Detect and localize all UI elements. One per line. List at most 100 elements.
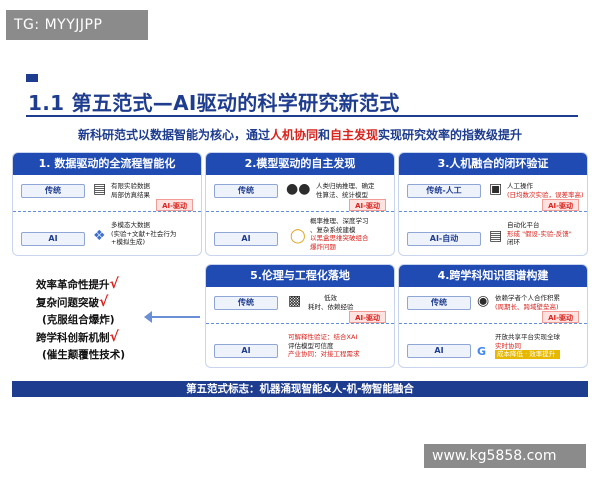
title-underline: [26, 115, 578, 117]
traditional-text-line-2: 性算法、统计模型: [316, 190, 368, 199]
card-knowledge-graph: 4.跨学科知识图谱构建 传统 ◉ 依赖学者个人合作积累 (周期长、跨域壁垒高) …: [398, 264, 588, 368]
ai-text-line-4: 爆炸问题: [310, 242, 336, 251]
traditional-label: 传统: [407, 296, 471, 310]
card-divider: [206, 211, 394, 212]
traditional-text: 人工操作 (日均数次实验，误差率高): [507, 182, 584, 199]
google-icon: G: [477, 345, 487, 358]
ai-text-line-3: +模拟生成): [111, 238, 145, 246]
traditional-text-line-1: 有限实验数据: [111, 182, 150, 190]
card-divider: [206, 323, 394, 324]
card-model-driven: 2.模型驱动的自主发现 传统 ●● 人类归纳推理、确定 性算法、统计模型 AI-…: [205, 152, 395, 256]
traditional-text-line-2: (日均数次实验，误差率高): [507, 190, 584, 199]
traditional-text: 人类归纳推理、确定 性算法、统计模型: [316, 182, 375, 199]
subtitle-part-3: 实现研究效率的指数级提升: [378, 128, 523, 142]
ai-text-line-2: 形成 "假设-实验-反馈": [507, 229, 572, 238]
benefit-item: 跨学科创新机制√: [36, 329, 125, 347]
ai-text-line-3: 闭环: [507, 238, 520, 246]
benefits-list: 效率革命性提升√ 复杂问题突破√ (克服组合爆炸) 跨学科创新机制√ (催生颠覆…: [36, 276, 125, 364]
people-icon: ●●: [286, 181, 311, 197]
traditional-text: 低效 耗时、依赖经验: [308, 294, 354, 311]
ai-text: 自动化平台 形成 "假设-实验-反馈" 闭环: [507, 221, 572, 247]
traditional-label: 传统: [214, 296, 278, 310]
benefit-text: (催生颠覆性技术): [42, 349, 126, 361]
traditional-label: 传统: [21, 184, 85, 198]
traditional-text-line-1: 依赖学者个人合作积累: [495, 294, 560, 302]
ai-label: AI-自动: [407, 232, 481, 246]
benefit-item: (催生颠覆性技术): [36, 347, 125, 364]
ai-text-line-3: 以黑盒思维突破组合: [310, 234, 369, 242]
card-title: 1. 数据驱动的全流程智能化: [13, 153, 201, 175]
ai-text: 开放共享平台实现全球 实时协同 成本降低 · 效率提升: [495, 333, 560, 359]
ai-driven-tag: AI-驱动: [349, 311, 386, 323]
check-icon: √: [99, 294, 109, 310]
benefit-text: 效率革命性提升: [36, 279, 110, 291]
traditional-text: 依赖学者个人合作积累 (周期长、跨域壁垒高): [495, 294, 560, 311]
card-data-driven: 1. 数据驱动的全流程智能化 传统 ▤ 有限实验数据 局部仿真结果 AI-驱动 …: [12, 152, 202, 256]
ai-text-line-2: 、复杂系统建模: [310, 225, 356, 234]
ai-driven-tag: AI-驱动: [156, 199, 193, 211]
benefit-text: (克服组合爆炸): [42, 314, 115, 326]
benefit-item: 复杂问题突破√: [36, 294, 125, 312]
ai-text-line-1: 可解释性验证：结合XAI: [288, 333, 358, 341]
ai-text-line-1: 开放共享平台实现全球: [495, 333, 560, 341]
subtitle: 新科研范式以数据智能为核心，通过人机协同和自主发现实现研究效率的指数级提升: [0, 126, 600, 143]
traditional-text-line-2: 局部仿真结果: [111, 190, 150, 199]
watermark-bottom: www.kg5858.com: [424, 444, 586, 468]
watermark-top: TG: MYYJJPP: [6, 10, 148, 40]
traditional-text-line-1: 人工操作: [507, 182, 533, 190]
database-icon: ▤: [93, 181, 107, 197]
ai-label: AI: [214, 232, 278, 246]
card-title: 5.伦理与工程化落地: [206, 265, 394, 287]
traditional-label: 传统-人工: [407, 184, 481, 198]
traditional-label: 传统: [214, 184, 278, 198]
subtitle-highlight-2: 自主发现: [330, 128, 379, 142]
card-divider: [399, 323, 587, 324]
cpu-icon: ▣: [489, 181, 503, 197]
subtitle-part-1: 新科研范式以数据智能为核心，通过: [77, 128, 270, 142]
ai-text-line-2: (实验+文献+社会行为: [111, 229, 177, 238]
card-human-machine: 3.人机融合的闭环验证 传统-人工 ▣ 人工操作 (日均数次实验，误差率高) A…: [398, 152, 588, 256]
ai-driven-tag: AI-驱动: [542, 311, 579, 323]
left-arrow-icon: [144, 311, 200, 323]
ai-text: 多模态大数据 (实验+文献+社会行为 +模拟生成): [111, 221, 176, 247]
title-accent-bar: [26, 74, 38, 82]
ai-text-line-1: 概率推理、深度学习: [310, 217, 369, 225]
bulb-icon: ◯: [290, 228, 306, 244]
network-icon: ❖: [93, 228, 106, 244]
ai-label: AI: [21, 232, 85, 246]
check-icon: √: [109, 329, 119, 345]
chart-icon: ▩: [288, 293, 302, 309]
camera-icon: ◉: [477, 293, 490, 309]
ai-driven-tag: AI-驱动: [349, 199, 386, 211]
ai-text-line-3: 产业协同：对接工程需求: [288, 350, 360, 358]
ai-label: AI: [407, 344, 471, 358]
subtitle-highlight-1: 人机协同: [269, 128, 318, 142]
benefit-item: 效率革命性提升√: [36, 276, 125, 294]
card-title: 3.人机融合的闭环验证: [399, 153, 587, 175]
ai-text-line-2: 实时协同: [495, 341, 521, 350]
card-ethics-engineering: 5.伦理与工程化落地 传统 ▩ 低效 耗时、依赖经验 AI-驱动 AI 可解释性…: [205, 264, 395, 368]
card-divider: [399, 211, 587, 212]
ai-driven-tag: AI-驱动: [542, 199, 579, 211]
ai-text-line-1: 自动化平台: [507, 221, 540, 229]
check-icon: √: [109, 276, 119, 292]
traditional-text-line-2: 耗时、依赖经验: [308, 302, 354, 311]
card-title: 4.跨学科知识图谱构建: [399, 265, 587, 287]
ai-text: 可解释性验证：结合XAI 评估模型可信度 产业协同：对接工程需求: [288, 333, 360, 359]
footer-banner: 第五范式标志：机器涌现智能&人-机-物智能融合: [12, 381, 588, 397]
ai-label: AI: [214, 344, 278, 358]
ai-text-line-2: 评估模型可信度: [288, 341, 334, 350]
traditional-text-line-1: 人类归纳推理、确定: [316, 182, 375, 190]
card-divider: [13, 211, 201, 212]
traditional-text-line-1: 低效: [324, 294, 337, 302]
ai-text: 概率推理、深度学习 、复杂系统建模 以黑盒思维突破组合 爆炸问题: [310, 217, 369, 251]
page-title: 1.1 第五范式—AI驱动的科学研究新范式: [28, 91, 400, 115]
traditional-text-line-2: (周期长、跨域壁垒高): [495, 302, 559, 311]
benefit-item: (克服组合爆炸): [36, 312, 125, 329]
ai-text-line-1: 多模态大数据: [111, 221, 150, 229]
benefit-text: 跨学科创新机制: [36, 332, 110, 344]
document-icon: ▤: [489, 228, 503, 244]
card-title: 2.模型驱动的自主发现: [206, 153, 394, 175]
traditional-text: 有限实验数据 局部仿真结果: [111, 182, 150, 199]
subtitle-part-2: 和: [317, 128, 330, 142]
